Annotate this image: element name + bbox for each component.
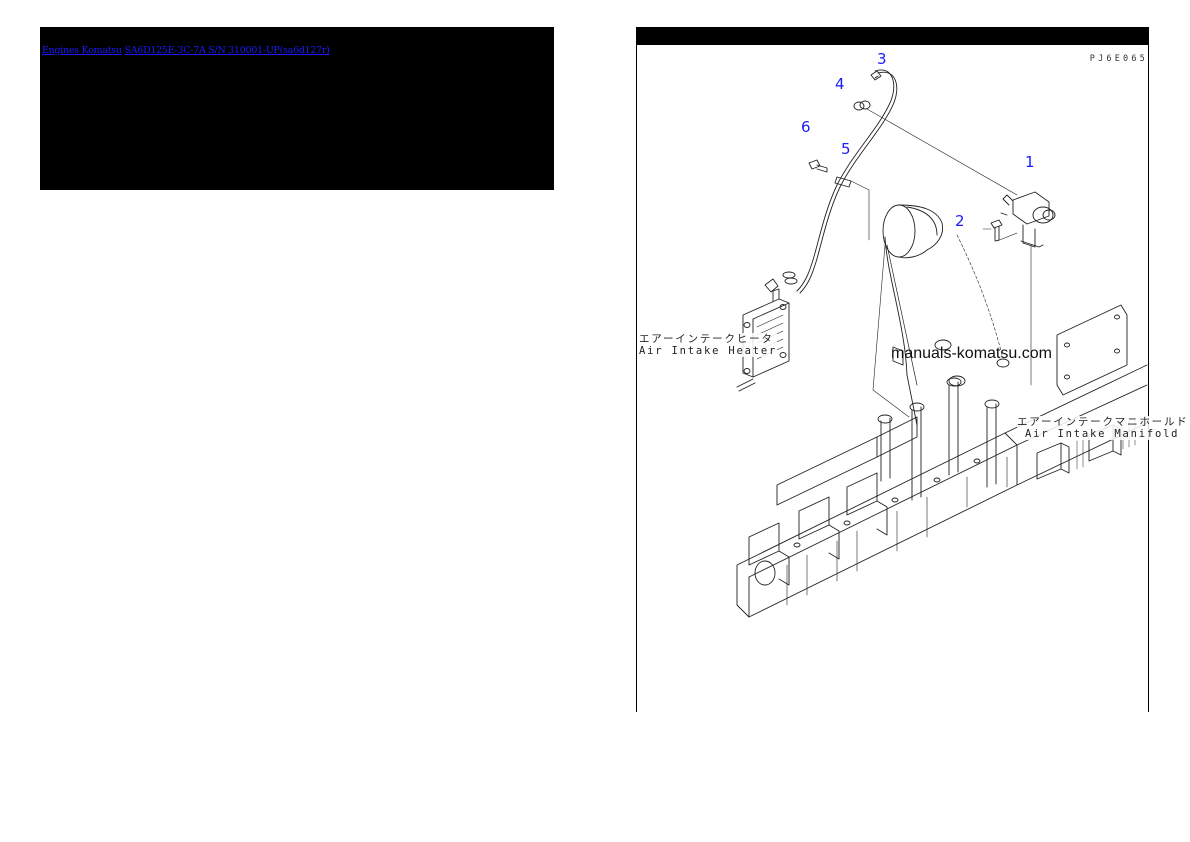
label-air-intake-manifold-jp: エアーインテークマニホールド [1017, 416, 1189, 428]
callout-4[interactable]: 4 [835, 75, 845, 93]
breadcrumb-link-model[interactable]: SA6D125E-3C-7A S/N 310001-UP(sa6d127r) [124, 45, 330, 56]
callout-1[interactable]: 1 [1025, 153, 1035, 171]
label-air-intake-heater: エアーインテークヒータ Air Intake Heater [639, 333, 778, 357]
label-air-intake-heater-jp: エアーインテークヒータ [639, 333, 774, 345]
diagram-code: PJ6E065 [1089, 54, 1148, 64]
callout-6[interactable]: 6 [801, 118, 811, 136]
callout-2[interactable]: 2 [955, 212, 965, 230]
diagram-header-bar [637, 27, 1148, 45]
breadcrumb-link-engines-komatsu[interactable]: Engines Komatsu [42, 45, 122, 56]
diagram-panel: PJ6E065 [636, 27, 1189, 712]
info-panel: Engines Komatsu SA6D125E-3C-7A S/N 31000… [40, 27, 554, 190]
label-air-intake-manifold: エアーインテークマニホールド Air Intake Manifold [1017, 416, 1189, 440]
callout-3[interactable]: 3 [877, 50, 887, 68]
label-air-intake-manifold-en: Air Intake Manifold [1025, 428, 1180, 440]
watermark: manuals-komatsu.com [891, 345, 1052, 362]
label-air-intake-heater-en: Air Intake Heater [639, 345, 778, 357]
parts-diagram-image [736, 69, 1148, 618]
breadcrumb: Engines Komatsu SA6D125E-3C-7A S/N 31000… [42, 45, 330, 57]
callout-5[interactable]: 5 [841, 140, 851, 158]
